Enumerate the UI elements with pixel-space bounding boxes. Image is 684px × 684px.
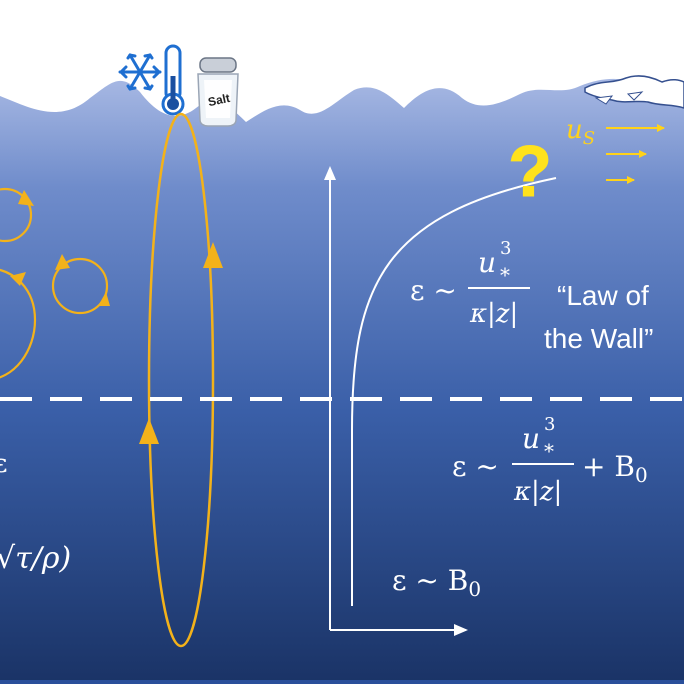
turbulent-eddies	[0, 187, 109, 379]
mixed-layer-formula: ε ~ u 3 * κ|z| + B0	[452, 414, 648, 507]
ice-floe	[584, 75, 684, 109]
salt-shaker-icon: Salt	[197, 57, 239, 127]
lower-numerator-exponent: 3	[544, 414, 555, 435]
circulation-arrow-up	[139, 418, 159, 444]
eddy-arrowheads	[10, 190, 110, 306]
lower-eps-label: ε ~	[452, 450, 499, 483]
eddy-2	[51, 257, 109, 315]
circulation-arrow-down	[203, 242, 223, 268]
question-mark-icon: ?	[508, 132, 552, 212]
lower-numerator: u	[522, 422, 540, 455]
law-of-wall-label-line2: the Wall”	[544, 323, 653, 354]
langmuir-circulation-loop	[147, 112, 215, 648]
thermometer-icon	[161, 44, 185, 116]
snowflake-icon	[118, 53, 162, 91]
lower-numerator-subscript: *	[544, 439, 554, 463]
upper-numerator: u	[478, 246, 496, 279]
cropped-friction-velocity-formula: √τ/ρ)	[0, 541, 71, 576]
ocean-water	[0, 78, 684, 684]
salt-label: Salt	[207, 91, 231, 109]
lower-denominator: κ|z|	[513, 477, 562, 507]
lower-buoyancy-term: + B0	[582, 450, 648, 487]
eddy-1	[0, 187, 33, 243]
upper-numerator-subscript: *	[500, 263, 510, 287]
stokes-drift-label: uS	[566, 115, 595, 149]
upper-numerator-exponent: 3	[500, 238, 511, 259]
law-of-wall-label-line1: “Law of	[557, 280, 649, 311]
dissipation-profile-curve	[351, 177, 557, 606]
upper-eps-label: ε ~	[410, 274, 457, 307]
upper-denominator: κ|z|	[469, 299, 518, 329]
law-of-wall-formula: ε ~ u 3 * κ|z|	[410, 238, 530, 329]
convective-formula: ε ~ B0	[392, 564, 481, 601]
eddy-3	[0, 268, 37, 379]
cropped-left-mark: ɛ	[0, 449, 7, 479]
